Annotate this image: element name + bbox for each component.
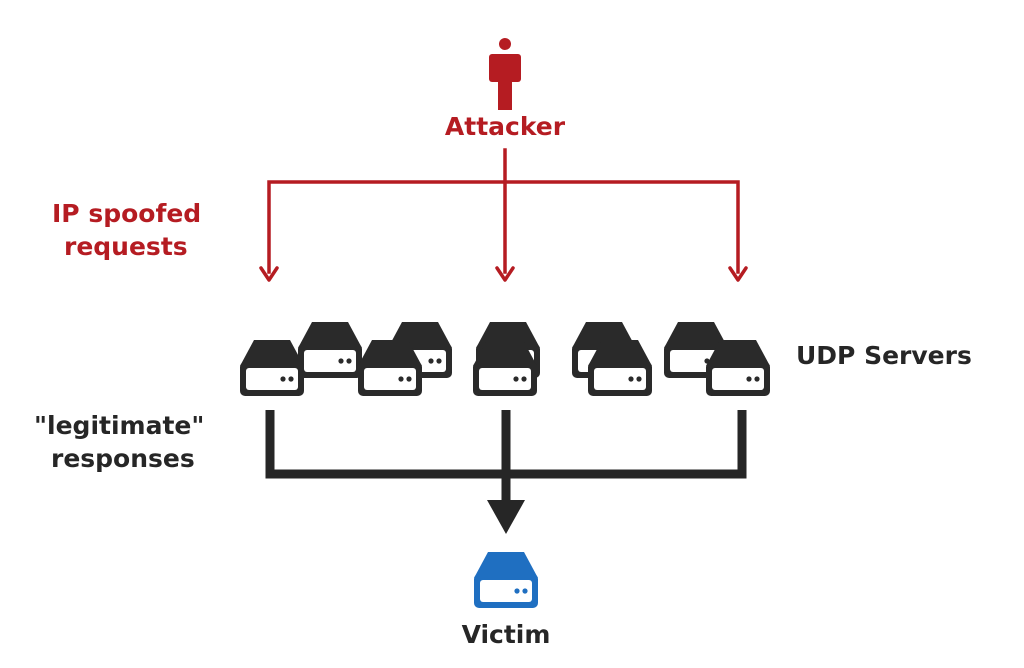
legit-line-1: "legitimate"	[34, 411, 205, 440]
legit-line-2: responses	[51, 443, 195, 473]
server-icon	[588, 340, 652, 396]
ip-spoofed-line-1: IP spoofed	[52, 199, 202, 228]
attacker-label: Attacker	[444, 112, 566, 141]
ip-spoofed-label: IP spoofed requests	[52, 198, 201, 263]
victim-label: Victim	[461, 620, 551, 649]
victim-server-icon	[474, 552, 538, 608]
person-icon	[489, 38, 521, 110]
server-icon	[473, 340, 537, 396]
spoofed-request-arrows	[267, 148, 740, 274]
request-arrowheads	[259, 266, 748, 282]
response-arrows	[265, 410, 747, 505]
udp-servers-label: UDP Servers	[796, 341, 972, 370]
server-icon	[706, 340, 770, 396]
server-icon	[240, 340, 304, 396]
server-icon	[298, 322, 362, 378]
udp-server-group	[240, 322, 770, 396]
ip-spoofed-line-2: requests	[64, 231, 188, 261]
legitimate-responses-label: "legitimate" responses	[34, 410, 204, 475]
response-arrowhead	[487, 500, 525, 534]
server-icon	[358, 340, 422, 396]
